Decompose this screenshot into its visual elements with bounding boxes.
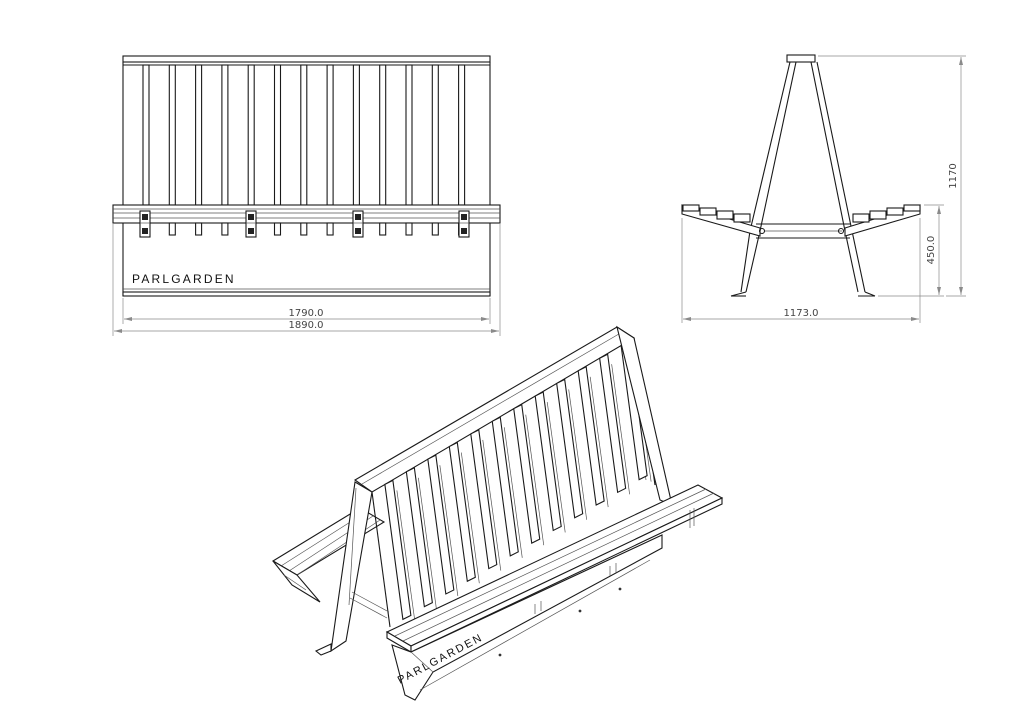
dimension-total-height: 1170 xyxy=(818,55,966,297)
dimension-1173-label: 1173.0 xyxy=(784,308,819,319)
front-slat-stubs xyxy=(142,222,466,236)
front-slat xyxy=(405,64,413,206)
front-bracket xyxy=(352,210,364,238)
iso-slat xyxy=(384,479,412,621)
front-slat xyxy=(458,64,466,206)
front-slat-stub xyxy=(273,222,282,236)
iso-slat xyxy=(448,441,476,583)
front-view: PARLGARDEN 1790.0 1890.0 xyxy=(112,55,501,336)
iso-slat xyxy=(599,353,627,494)
iso-backrest-slats xyxy=(384,340,652,622)
iso-slat xyxy=(491,416,519,557)
dimension-depth: 1173.0 xyxy=(681,218,921,323)
iso-left-side-panel xyxy=(314,481,373,656)
front-backrest-slats xyxy=(142,64,466,206)
front-slat xyxy=(326,64,334,206)
front-foot-plate xyxy=(122,291,491,297)
iso-slat xyxy=(427,454,455,595)
front-slat xyxy=(168,64,176,206)
front-slat xyxy=(379,64,387,206)
front-bracket xyxy=(245,210,257,238)
dimension-1790-label: 1790.0 xyxy=(289,308,324,319)
iso-front-seat xyxy=(385,484,724,653)
front-slat xyxy=(273,64,282,206)
front-slat-stub xyxy=(168,222,176,236)
front-slat-stub xyxy=(431,222,439,236)
dimension-1890-label: 1890.0 xyxy=(289,320,324,331)
iso-slat xyxy=(556,378,584,519)
front-slat xyxy=(195,64,203,206)
front-slat-stub xyxy=(405,222,413,236)
front-slat-stub xyxy=(195,222,203,236)
iso-slat xyxy=(577,365,605,506)
dimension-seat-height: 450.0 xyxy=(878,204,944,297)
side-left-leg xyxy=(740,61,791,293)
front-bracket xyxy=(139,210,151,238)
front-slat xyxy=(300,64,308,206)
isometric-view: PARLGARDEN xyxy=(271,325,724,701)
front-slat-stub xyxy=(326,222,334,236)
dimension-450-label: 450.0 xyxy=(926,236,937,265)
front-slat xyxy=(221,64,229,206)
front-slat xyxy=(247,64,255,206)
front-slat-stub xyxy=(379,222,387,236)
side-right-leg xyxy=(810,61,859,293)
front-brackets xyxy=(139,210,470,238)
front-bracket xyxy=(458,210,470,238)
dimension-overall-width: 1890.0 xyxy=(112,224,501,336)
iso-right-leg xyxy=(616,325,673,506)
iso-slat xyxy=(513,403,541,544)
dimension-inner-width: 1790.0 xyxy=(122,298,491,324)
dimension-1170-label: 1170 xyxy=(948,163,959,188)
side-view: 1173.0 450.0 1170 xyxy=(681,54,966,323)
front-seat-board xyxy=(112,204,501,224)
front-slat xyxy=(352,64,360,206)
iso-backrest xyxy=(353,326,656,628)
front-slat-stub xyxy=(300,222,308,236)
front-brand-logo: PARLGARDEN xyxy=(132,272,236,286)
front-slat-stub xyxy=(221,222,229,236)
side-top-cap xyxy=(786,54,816,63)
front-slat xyxy=(431,64,439,206)
iso-slat xyxy=(405,466,433,608)
iso-back-seat xyxy=(271,507,386,603)
iso-slat xyxy=(534,391,562,532)
front-top-rail xyxy=(122,55,491,63)
iso-under-supports xyxy=(349,563,617,619)
iso-slat xyxy=(470,429,498,570)
front-slat xyxy=(142,64,150,206)
